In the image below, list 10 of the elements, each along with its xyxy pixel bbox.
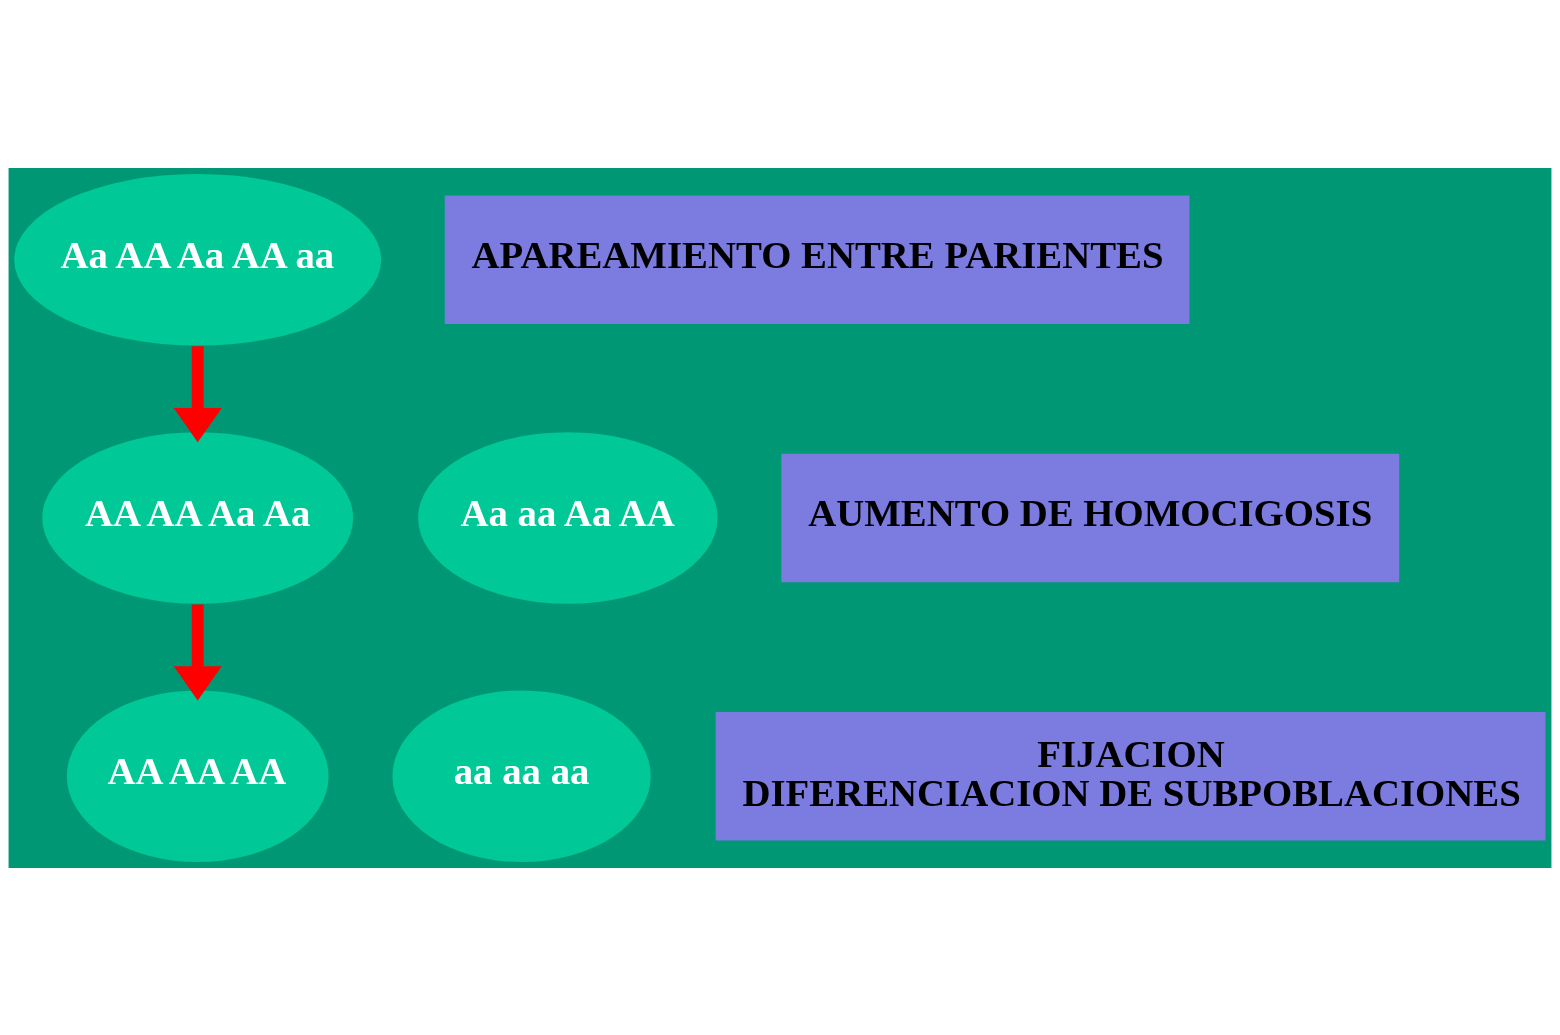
- node-ellipse: Aa AA Aa AA aa: [14, 173, 382, 346]
- arrow: [173, 345, 222, 442]
- node-box: AUMENTO DE HOMOCIGOSIS: [781, 453, 1400, 582]
- node-ellipse: Aa aa Aa AA: [418, 431, 718, 604]
- arrow: [173, 604, 222, 700]
- node-ellipse: aa aa aa: [392, 689, 651, 862]
- node-ellipse: AA AA AA: [66, 689, 329, 862]
- node-box: APAREAMIENTO ENTRE PARIENTES: [444, 195, 1190, 324]
- node-box: FIJACION DIFERENCIACION DE SUBPOBLACIONES: [715, 711, 1546, 840]
- node-ellipse: AA AA Aa Aa: [42, 431, 354, 604]
